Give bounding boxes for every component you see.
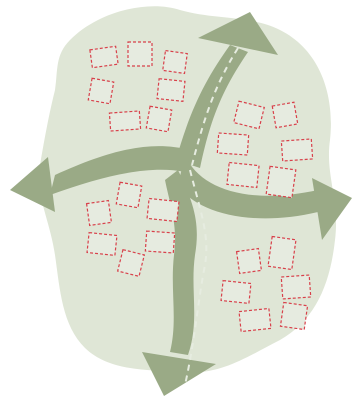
lot [237, 249, 262, 274]
lot [87, 201, 112, 226]
lot [87, 233, 117, 256]
lot [146, 106, 171, 131]
lot [281, 139, 312, 161]
lot [116, 182, 141, 207]
lot [157, 79, 185, 102]
lot [227, 162, 259, 187]
lot [217, 133, 248, 155]
lot [163, 51, 188, 74]
lot [128, 42, 152, 66]
lot [221, 281, 251, 304]
lot [280, 302, 307, 329]
lot [239, 308, 271, 331]
arrow-left-icon [10, 157, 55, 212]
lot [281, 275, 310, 299]
lot [147, 198, 179, 221]
lot [88, 78, 113, 103]
lot [90, 46, 118, 67]
lot [272, 102, 297, 127]
lot [268, 236, 296, 269]
lot [266, 166, 296, 197]
lot [145, 231, 174, 253]
lot [109, 111, 140, 131]
